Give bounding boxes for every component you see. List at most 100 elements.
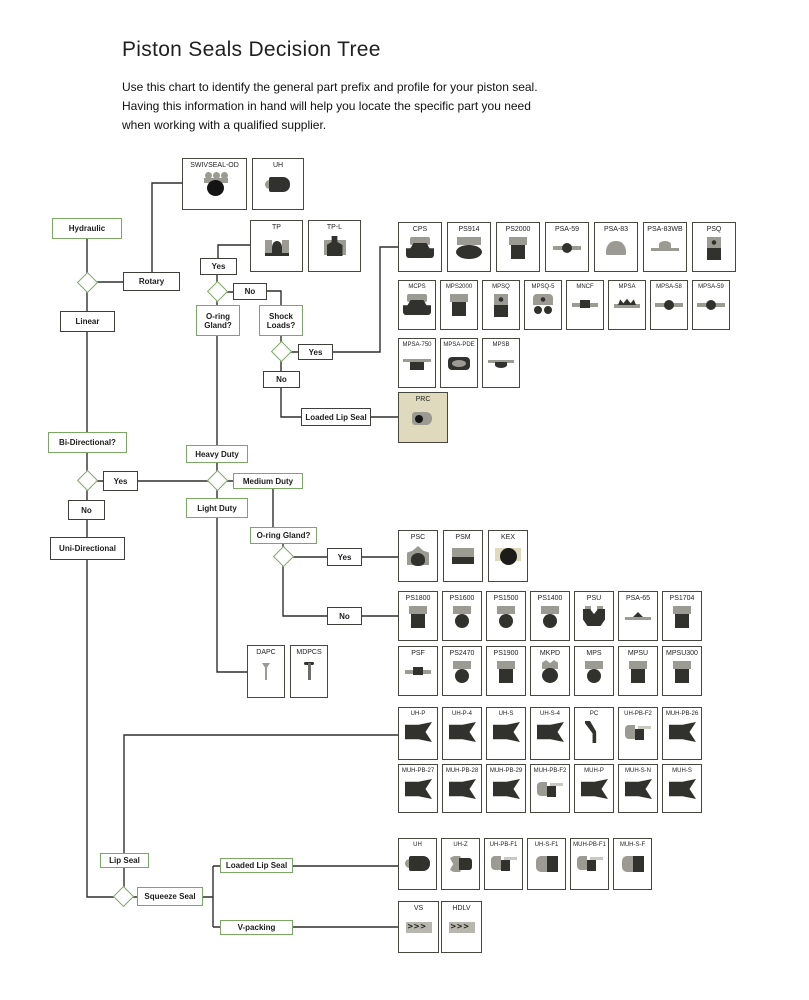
part-label: MPS2000: [445, 284, 473, 290]
loaded-lip-2-row: UH UH-Z UH-PB-F1 UH-S-F1 MUH-PB-F1 MUH-S…: [398, 838, 652, 890]
seal-profile-icon: [665, 603, 699, 631]
seal-profile-icon: [533, 775, 567, 803]
part-box: MUH-S: [662, 764, 702, 813]
seal-profile-icon: [621, 603, 655, 631]
light-duty-row: DAPC MDPCS: [247, 645, 328, 698]
part-label: MUH-PB-27: [401, 768, 435, 774]
part-label: MPS: [586, 650, 602, 657]
part-box: MUH-S-N: [618, 764, 658, 813]
part-label: MPSA-58: [656, 284, 682, 290]
seal-profile-icon: [697, 234, 731, 262]
seal-profile-icon: [401, 849, 435, 877]
part-box: UH-Z: [441, 838, 480, 890]
part-label: TP: [272, 224, 281, 231]
part-box: MPSA-750: [398, 338, 436, 388]
seal-profile-icon: [621, 718, 655, 746]
part-box: MUH-P: [574, 764, 614, 813]
part-box: MPSA-58: [650, 280, 688, 330]
seal-profile-icon: [621, 658, 655, 686]
part-label: PSQ: [706, 226, 722, 233]
part-box: MPSB: [482, 338, 520, 388]
part-box: UH-S-4: [530, 707, 570, 760]
part-box: MUH-PB-27: [398, 764, 438, 813]
oring2-no-row-2: PSF PS2470 PS1900 MKPD MPS MPSU MPSU300: [398, 646, 702, 696]
seal-profile-icon: [445, 775, 479, 803]
part-box: MUH-PB-F1: [570, 838, 609, 890]
shock-yes-row-1: CPS PS914 PS2000 PSA-59 PSA-83 PSA-83WB …: [398, 222, 736, 272]
node-yes-shock: Yes: [298, 344, 333, 360]
node-linear: Linear: [60, 311, 115, 332]
part-label: MPSB: [492, 342, 510, 348]
part-box: MPS2000: [440, 280, 478, 330]
seal-profile-icon: [401, 603, 435, 631]
part-box: MPS: [574, 646, 614, 696]
part-label: PS1704: [669, 595, 695, 602]
part-label: PSU: [586, 595, 602, 602]
node-lip-seal: Lip Seal: [100, 853, 149, 868]
seal-profile-icon: [446, 542, 480, 570]
node-oring-gland-1: O-ring Gland?: [196, 305, 240, 336]
node-unidirectional: Uni-Directional: [50, 537, 125, 560]
part-label: MPSA-750: [402, 342, 432, 348]
part-box: SWIVSEAL-OD: [182, 158, 247, 210]
seal-profile-icon: [261, 170, 295, 198]
part-box: UH-S: [486, 707, 526, 760]
part-label: MDPCS: [296, 649, 322, 656]
part-box: VS: [398, 901, 439, 953]
oring2-no-row-1: PS1800 PS1600 PS1500 PS1400 PSU PSA-65 P…: [398, 591, 702, 641]
part-label: MUH-S-F: [619, 842, 646, 848]
part-box: CPS: [398, 222, 442, 272]
node-no-bidir: No: [68, 500, 105, 520]
seal-profile-icon: [259, 232, 294, 260]
part-box: MPSU300: [662, 646, 702, 696]
seal-profile-icon: [401, 542, 435, 570]
seal-profile-icon: [400, 291, 434, 319]
part-box: UH-P-4: [442, 707, 482, 760]
part-label: PSC: [410, 534, 426, 541]
seal-profile-icon: [665, 718, 699, 746]
seal-profile-icon: [489, 658, 523, 686]
part-box: MPSQ: [482, 280, 520, 330]
part-box: UH-PB-F2: [618, 707, 658, 760]
seal-profile-icon: [401, 658, 435, 686]
part-label: MKPD: [539, 650, 561, 657]
seal-profile-icon: [445, 718, 479, 746]
seal-profile-icon: [401, 718, 435, 746]
seal-profile-icon: [621, 775, 655, 803]
part-label: UH-S: [498, 711, 514, 717]
lip-seal-row-2: MUH-PB-27 MUH-PB-28 MUH-PB-29 MUH-PB-F2 …: [398, 764, 702, 813]
part-label: MPSU300: [666, 650, 698, 657]
part-box: MPSU: [618, 646, 658, 696]
part-label: PS1900: [493, 650, 519, 657]
part-box: PC: [574, 707, 614, 760]
part-label: MCPS: [408, 284, 426, 290]
seal-profile-icon: [694, 291, 728, 319]
node-loaded-lip-seal-2: Loaded Lip Seal: [220, 858, 293, 873]
part-box: PSA-83WB: [643, 222, 687, 272]
part-box: UH: [252, 158, 304, 210]
part-label: MUH-PB-29: [489, 768, 523, 774]
part-box: MUH-PB-26: [662, 707, 702, 760]
part-box: MDPCS: [290, 645, 328, 698]
seal-profile-icon: [401, 913, 436, 941]
seal-profile-icon: [486, 849, 521, 877]
seal-profile-icon: [577, 775, 611, 803]
part-label: MUH-PB-F2: [533, 768, 567, 774]
seal-profile-icon: [403, 234, 437, 262]
seal-profile-icon: [533, 658, 567, 686]
node-no-oring2: No: [327, 607, 362, 625]
part-label: PSM: [455, 534, 471, 541]
part-label: UH-Z: [453, 842, 468, 848]
seal-profile-icon: [489, 718, 523, 746]
part-box: PSC: [398, 530, 438, 582]
seal-profile-icon: [249, 657, 283, 685]
seal-profile-icon: [491, 542, 525, 570]
part-label: UH: [272, 162, 284, 169]
part-box: PS1704: [662, 591, 702, 641]
part-box: PSU: [574, 591, 614, 641]
part-label: PS2470: [449, 650, 475, 657]
loaded-lip-1-row: PRC: [398, 392, 448, 443]
node-no-shock: No: [263, 371, 300, 388]
